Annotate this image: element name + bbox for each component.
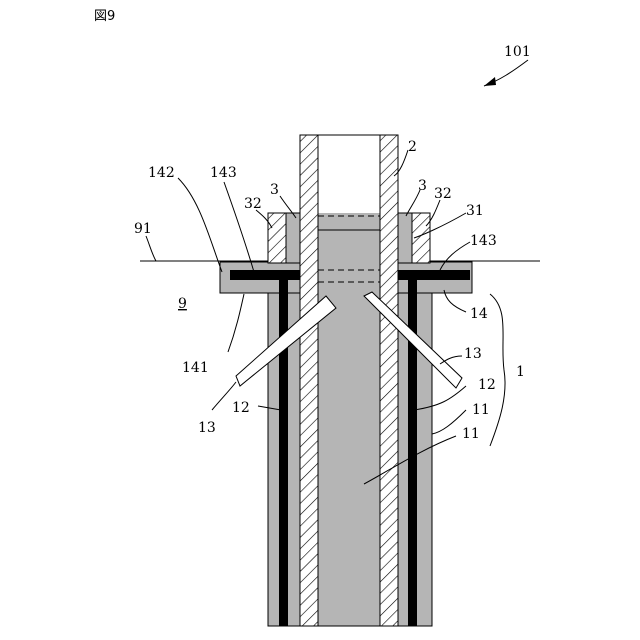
collar-32-left	[268, 213, 286, 263]
label-143-right: 143	[470, 233, 497, 249]
label-141: 141	[182, 360, 209, 376]
label-32-left: 32	[244, 196, 262, 212]
label-2: 2	[408, 139, 417, 155]
leader-142	[178, 178, 222, 272]
label-32-right: 32	[434, 186, 452, 202]
leader-141	[228, 294, 244, 352]
plate-143-right	[398, 270, 470, 280]
brace-1	[490, 294, 505, 446]
leader-11-a	[432, 410, 466, 434]
core-11	[318, 230, 380, 626]
tube-2-wall-left	[300, 135, 318, 626]
label-9: 9	[178, 296, 187, 312]
leader-91	[146, 236, 156, 261]
label-11-b: 11	[462, 426, 480, 442]
label-31: 31	[466, 203, 484, 219]
label-101: 101	[504, 44, 531, 60]
tube-2-wall-right	[380, 135, 398, 626]
label-12-left: 12	[232, 400, 250, 416]
label-142: 142	[148, 165, 175, 181]
label-14: 14	[470, 306, 488, 322]
label-1: 1	[516, 364, 525, 380]
label-3-right: 3	[418, 178, 427, 194]
plate-143-left	[230, 270, 300, 280]
label-13-left: 13	[198, 420, 216, 436]
label-3-left: 3	[270, 182, 279, 198]
label-13-right: 13	[464, 346, 482, 362]
figure-title: 図9	[94, 9, 115, 24]
label-91: 91	[134, 221, 152, 237]
leader-101-arrowhead	[484, 77, 496, 86]
label-143-left: 143	[210, 165, 237, 181]
label-11-a: 11	[472, 402, 490, 418]
label-12-right: 12	[478, 377, 496, 393]
